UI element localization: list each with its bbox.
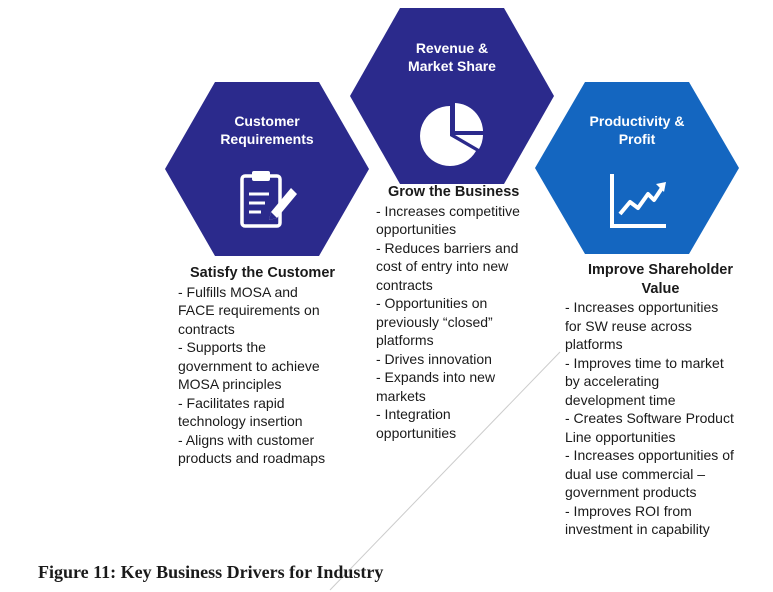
hexagon-title: Revenue & Market Share — [408, 40, 496, 74]
bullet-line: contracts — [376, 276, 433, 293]
bullet-line: - Increases competitive — [376, 202, 520, 219]
hexagon-title: Productivity & Profit — [589, 113, 685, 147]
hexagon-revenue-market-share: Revenue & Market Share — [350, 8, 554, 184]
bullet-line: cost of entry into new — [376, 258, 509, 274]
bullet-line: previously “closed” — [376, 313, 493, 330]
bullet-line: government products — [565, 484, 697, 500]
hexagon-title: Customer Requirements — [220, 113, 314, 147]
block-grow-business: Grow the Business - Increases competitiv… — [376, 183, 556, 442]
bullet-line: markets — [376, 387, 426, 404]
bullet-line: - Creates Software Product — [565, 410, 734, 426]
bullet-line: - Expands into new — [376, 369, 496, 385]
block-satisfy-customer: Satisfy the Customer - Fulfills MOSA and… — [178, 264, 360, 468]
bullet-line: - Increases opportunities of — [565, 447, 734, 463]
bullet-line: development time — [565, 391, 676, 408]
hexagon-shape — [165, 82, 369, 256]
block-title: Grow the Business — [388, 184, 520, 200]
bullet-line: platforms — [376, 332, 434, 348]
bullet-line: investment in capability — [565, 521, 710, 537]
bullet-line: - Facilitates rapid — [178, 394, 285, 411]
bullet-line: - Fulfills MOSA and — [178, 283, 298, 300]
hexagon-shape — [535, 82, 739, 254]
bullet-line: MOSA principles — [178, 376, 282, 392]
bullet-line: - Aligns with customer — [178, 431, 315, 448]
block-improve-shareholder-value: Improve Shareholder Value - Increases op… — [563, 261, 768, 539]
bullet-line: for SW reuse across — [565, 317, 692, 334]
bullet-line: - Supports the — [178, 339, 266, 355]
bullet-line: opportunities — [376, 221, 457, 237]
bullet-line: - Improves ROI from — [565, 502, 692, 519]
bullet-line: - Integration — [376, 406, 451, 422]
bullet-line: platforms — [565, 336, 623, 352]
bullet-line: Line opportunities — [565, 428, 676, 445]
bullet-line: technology insertion — [178, 413, 303, 429]
hexagon-shape — [350, 8, 554, 184]
bullet-line: dual use commercial – — [565, 465, 706, 482]
bullet-line: government to achieve — [178, 357, 320, 374]
bullet-line: - Reduces barriers and — [376, 239, 519, 256]
bullet-line: by accelerating — [565, 373, 660, 389]
bullet-line: - Improves time to market — [565, 354, 724, 371]
line-chart-icon — [608, 170, 670, 232]
bullet-line: - Increases opportunities — [565, 299, 719, 315]
pie-chart-icon — [420, 102, 484, 166]
figure-caption: Figure 11: Key Business Drivers for Indu… — [38, 562, 384, 582]
clipboard-pencil-icon — [235, 168, 301, 234]
hexagon-productivity-profit: Productivity & Profit — [535, 82, 739, 254]
bullet-line: - Drives innovation — [376, 350, 492, 367]
bullet-line: products and roadmaps — [178, 450, 326, 466]
bullet-line: - Opportunities on — [376, 295, 488, 311]
block-title: Improve Shareholder Value — [587, 262, 734, 297]
bullet-line: opportunities — [376, 424, 457, 441]
bullet-line: FACE requirements on — [178, 302, 320, 318]
bullet-line: contracts — [178, 320, 235, 337]
block-title: Satisfy the Customer — [190, 265, 336, 281]
hexagon-customer-requirements: Customer Requirements — [165, 82, 369, 256]
